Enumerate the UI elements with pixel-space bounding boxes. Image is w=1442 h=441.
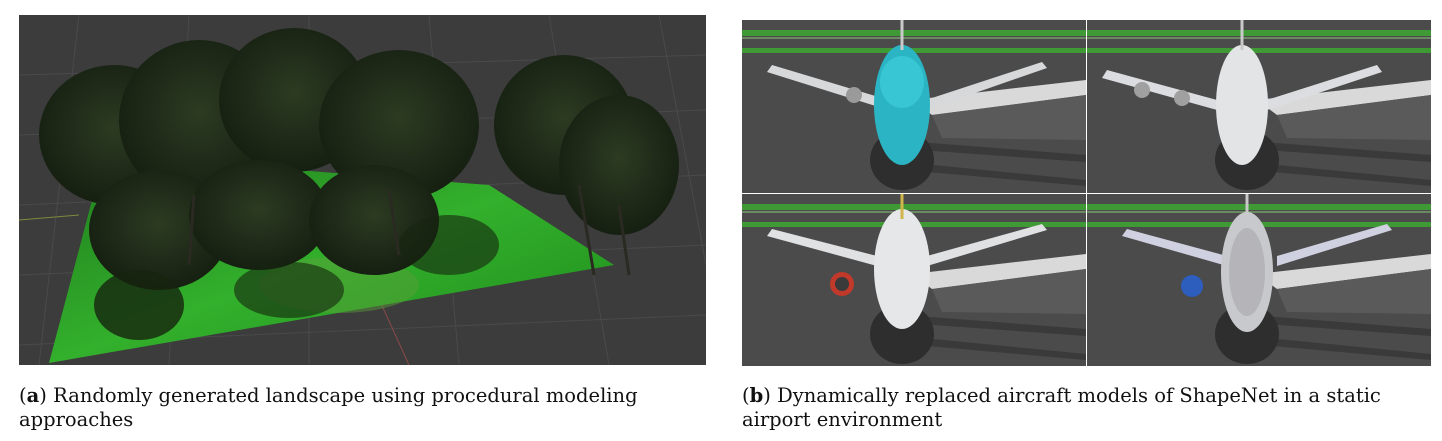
quadrant-top-left (742, 20, 1087, 194)
trees (39, 28, 679, 340)
quadrant-top-right (1086, 20, 1431, 194)
subfigure-caption-b: (b) Dynamically replaced aircraft models… (742, 384, 1381, 431)
aircraft-render-grid (742, 20, 1431, 366)
tree-trunks (187, 184, 631, 276)
aircraft-render-image (742, 20, 1431, 366)
subfigure-caption-a: (a) Randomly generated landscape using p… (19, 384, 638, 431)
landscape-render-image (19, 15, 706, 365)
subfigure-label-a: a (26, 384, 40, 407)
subfigure-caption-text-a: Randomly generated landscape using proce… (19, 384, 638, 431)
quadrant-bottom-left (742, 193, 1087, 366)
subfigure-label-b: b (749, 384, 764, 407)
landscape-render (19, 15, 706, 365)
axis-line-y (19, 214, 80, 221)
subfigure-caption-text-b: Dynamically replaced aircraft models of … (742, 384, 1381, 431)
quadrant-bottom-right (1086, 193, 1431, 366)
